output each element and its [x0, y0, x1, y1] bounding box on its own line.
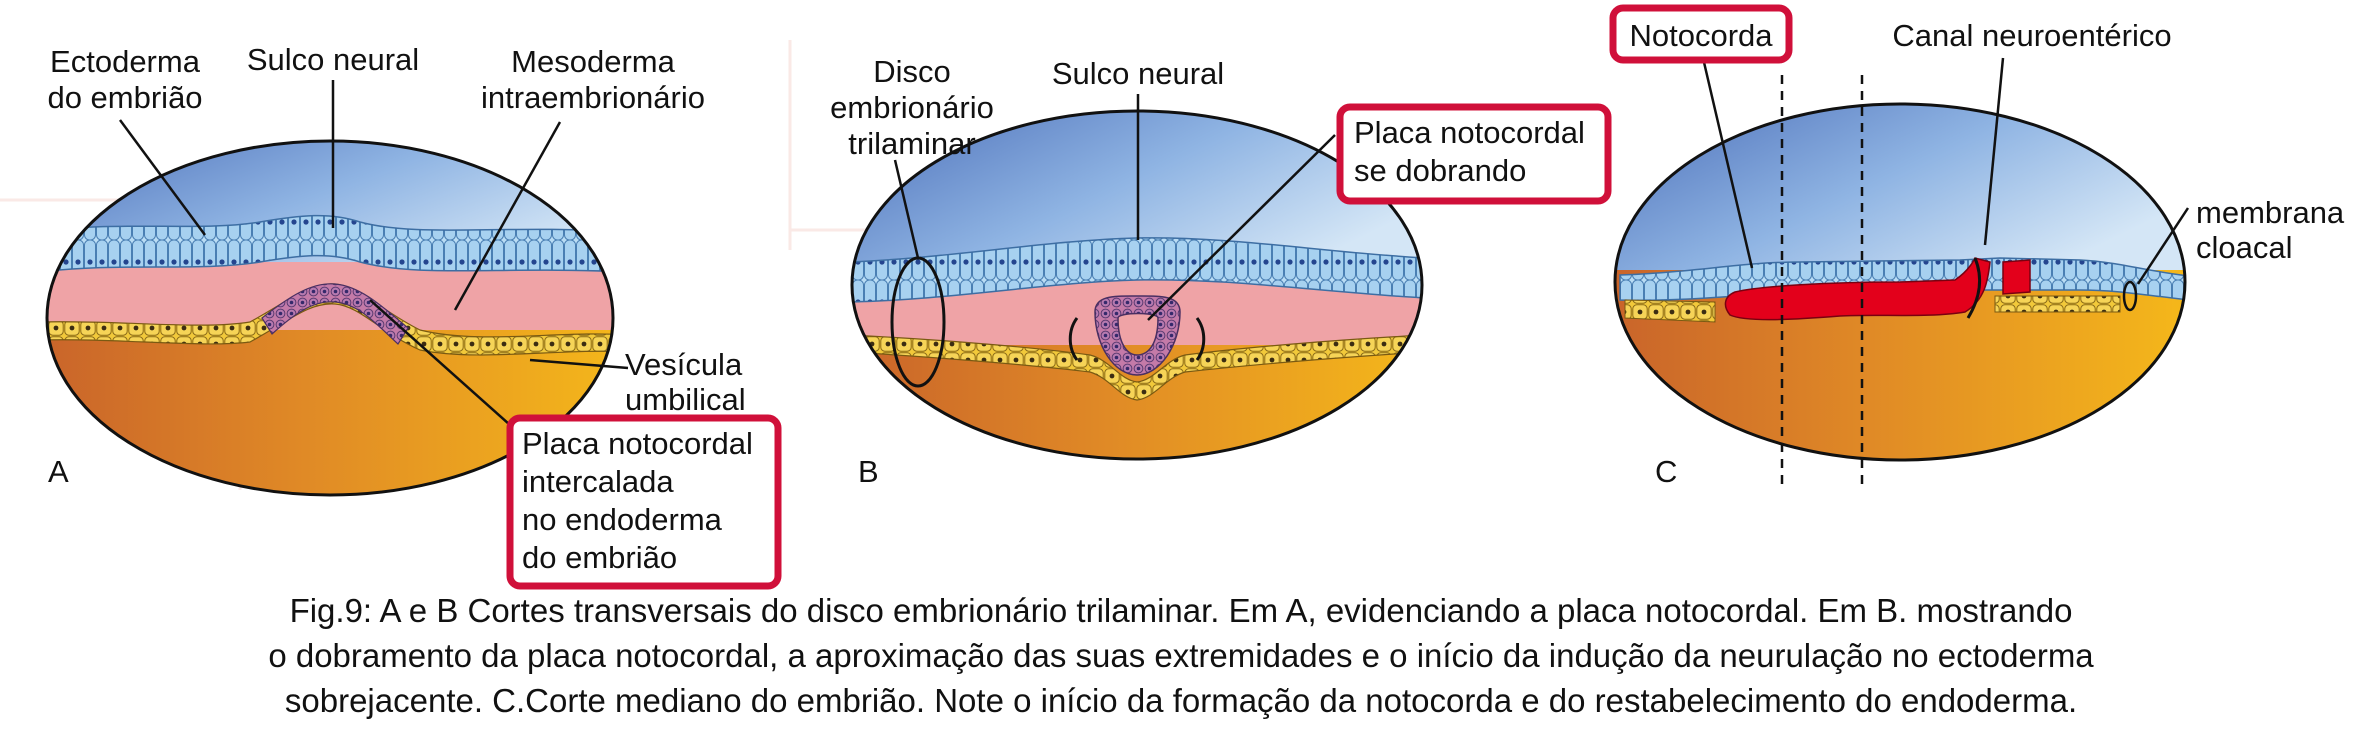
endoderm-c-left — [1624, 299, 1716, 323]
label-mesoderm-l2: intraembrionário — [481, 80, 705, 115]
notochordal-plate-a — [261, 283, 409, 345]
label-ectoderm-l1: Ectoderma — [50, 44, 201, 79]
panel-letter-a: A — [48, 454, 69, 489]
outline-c — [1613, 102, 2187, 462]
canal-arc-c — [1966, 257, 1982, 319]
bracket-left-b — [1068, 317, 1079, 361]
label-placa-a-l3: no endoderma — [522, 502, 723, 537]
caption-line-3: sobrejacente. C.Corte mediano do embrião… — [284, 682, 2078, 719]
caption-line-2: o dobramento da placa notocordal, a apro… — [268, 637, 2094, 674]
endoderm-b — [852, 334, 1422, 401]
highlight-box-notocorda — [1609, 4, 1793, 64]
notochordal-plate-b — [1094, 295, 1181, 376]
notochord-c — [1724, 257, 1991, 321]
endoderm-a — [47, 283, 613, 356]
panel-b: Disco embrionário trilaminar Sulco neura… — [830, 54, 1612, 489]
highlight-box-placa-b — [1336, 103, 1612, 205]
leaders-b — [893, 94, 1336, 321]
label-disco-l2: embrionário — [830, 90, 994, 125]
ectoderm-b — [852, 237, 1422, 303]
panel-letter-b: B — [858, 454, 879, 489]
caption-line-1: Fig.9: A e B Cortes transversais do disc… — [289, 592, 2073, 629]
outline-a — [45, 139, 615, 497]
panel-letter-c: C — [1655, 454, 1677, 489]
figure-caption: Fig.9: A e B Cortes transversais do disc… — [0, 588, 2362, 723]
panel-a: Ectoderma do embrião Sulco neural Mesode… — [45, 42, 782, 590]
endoderm-c-right — [1994, 295, 2121, 313]
bracket-right-b — [1195, 317, 1206, 361]
label-mesoderm-l1: Mesoderma — [511, 44, 675, 79]
ectoderm-a — [47, 214, 613, 273]
label-placa-a-l1: Placa notocordal — [522, 426, 753, 461]
label-placa-a-l2: intercalada — [522, 464, 674, 499]
label-ectoderm-l2: do embrião — [47, 80, 202, 115]
highlight-box-placa-a — [506, 414, 782, 590]
label-placa-b-l1: Placa notocordal — [1354, 115, 1585, 150]
label-placa-a-l4: do embrião — [522, 540, 677, 575]
label-vesicula-l1: Vesícula — [625, 347, 743, 382]
label-canal-neuroenterico: Canal neuroentérico — [1892, 18, 2171, 53]
label-sulco-neural-b: Sulco neural — [1052, 56, 1224, 91]
leaders-a — [118, 80, 629, 426]
panel-c: Notocorda Canal neuroentérico membrana c… — [1609, 4, 2345, 490]
cloacal-marker-c — [2122, 280, 2138, 312]
label-placa-b-l2: se dobrando — [1354, 153, 1526, 188]
amniotic-cavity-c — [1615, 104, 2185, 270]
label-sulco-neural-a: Sulco neural — [247, 42, 419, 77]
label-notocorda: Notocorda — [1629, 18, 1773, 53]
label-disco-l3: trilaminar — [848, 126, 975, 161]
label-disco-l1: Disco — [873, 54, 951, 89]
label-vesicula-l2: umbilical — [625, 382, 746, 417]
label-membrana-l2: cloacal — [2196, 230, 2293, 265]
label-membrana-l1: membrana — [2196, 195, 2345, 230]
leaders-c — [1701, 57, 2190, 285]
notochord-c-tail — [2002, 259, 2031, 295]
